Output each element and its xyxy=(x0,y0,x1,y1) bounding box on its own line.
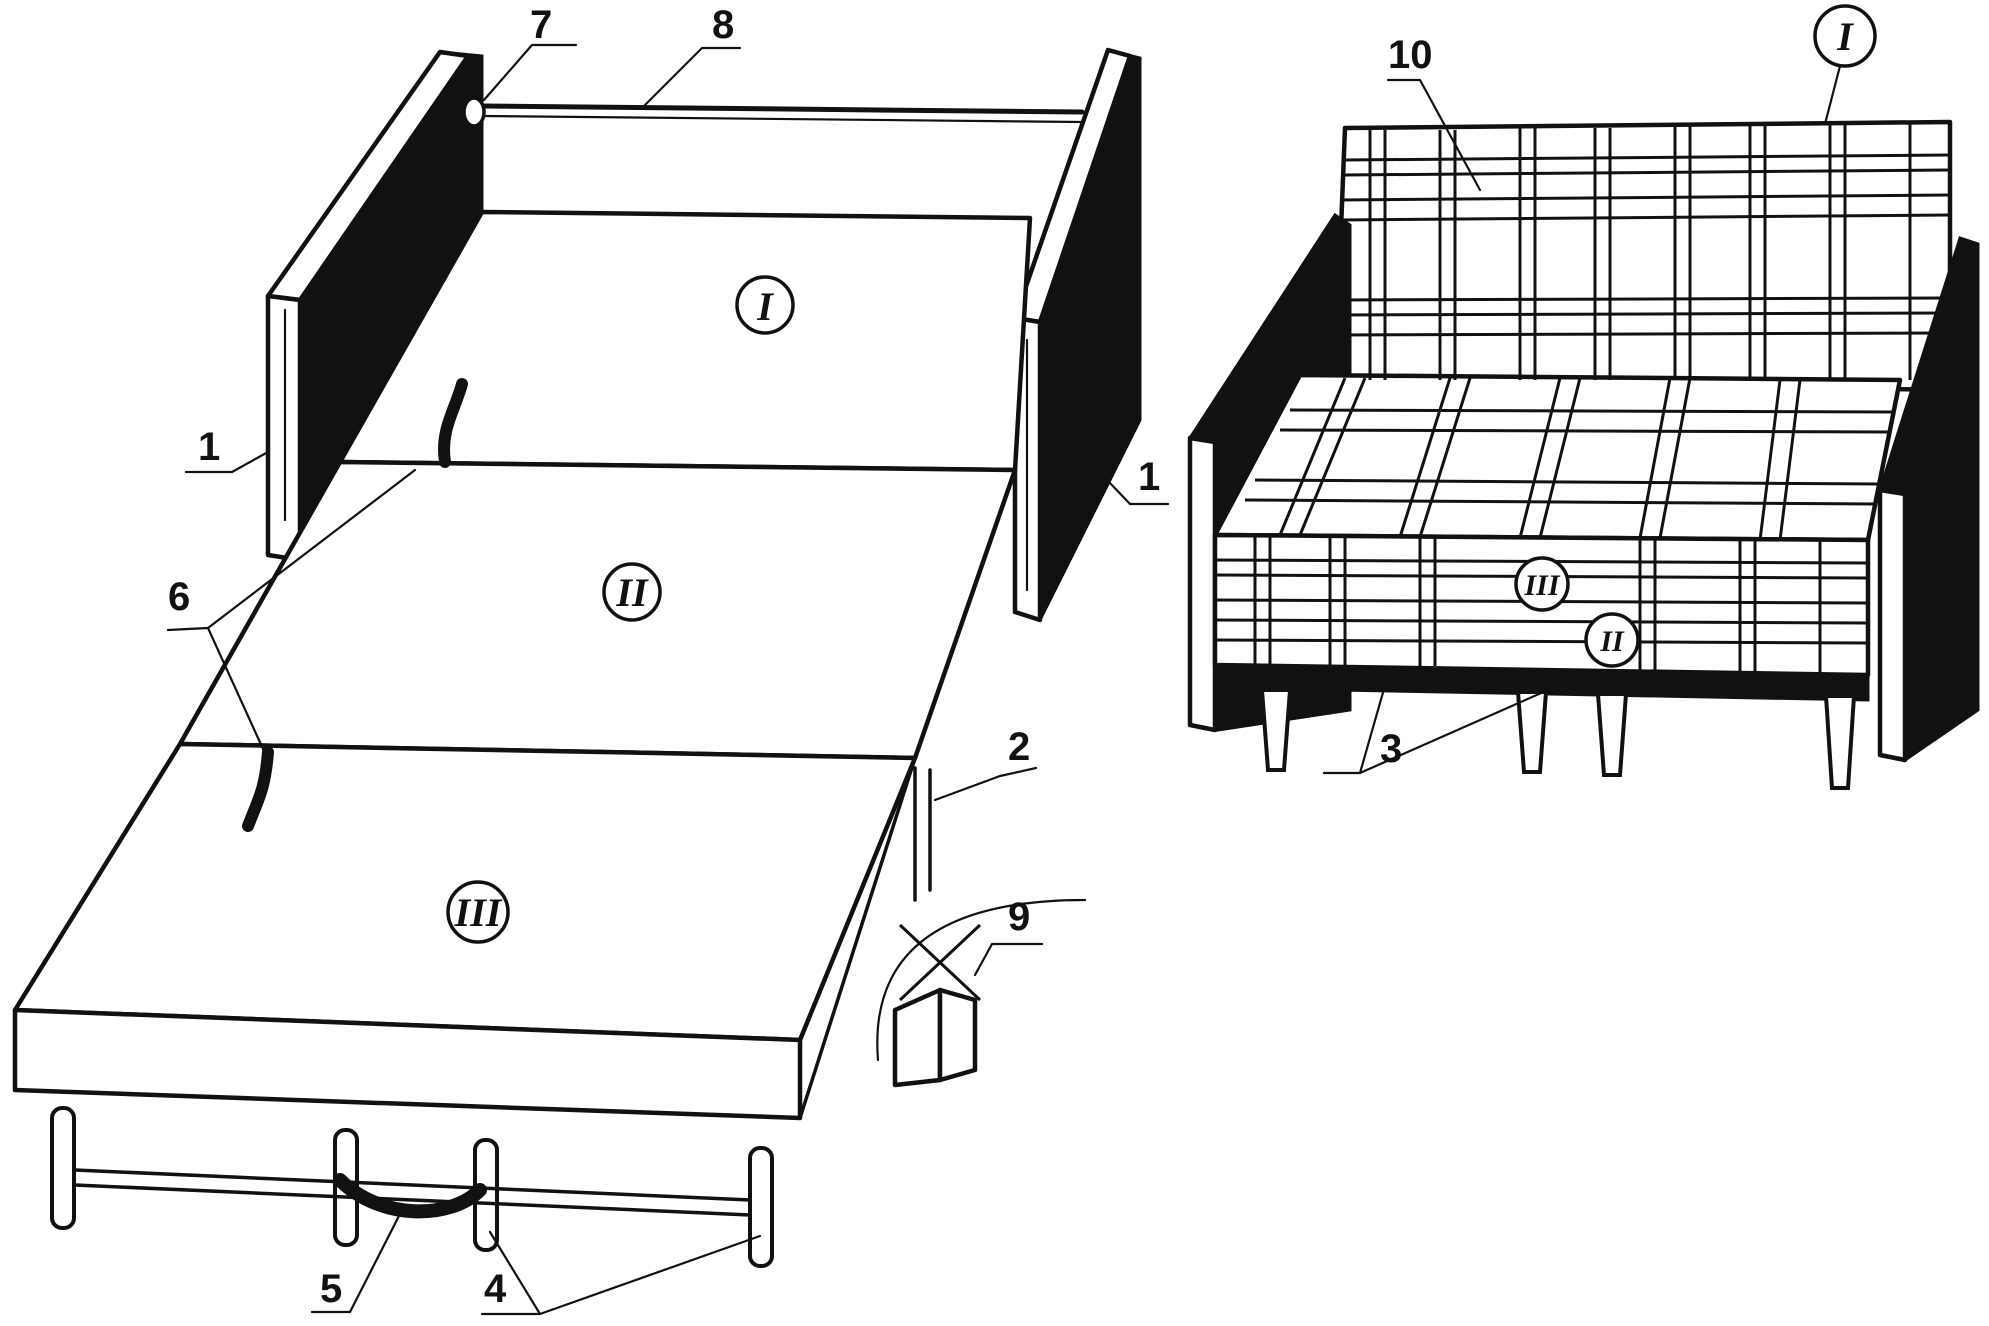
right-armrest xyxy=(1012,47,1142,623)
left-armrest xyxy=(265,49,484,563)
folded-marker-I: I xyxy=(1813,4,1877,126)
callout-8: 8 xyxy=(642,3,742,108)
svg-text:III: III xyxy=(454,890,503,935)
svg-text:7: 7 xyxy=(530,3,552,47)
svg-text:5: 5 xyxy=(320,1267,342,1311)
section-marker-III: III xyxy=(446,880,510,944)
strap-upper xyxy=(438,378,468,468)
folded-marker-III: III xyxy=(1514,556,1570,612)
callout-9: 9 xyxy=(973,895,1044,977)
armchair-legs xyxy=(1259,688,1857,790)
callout-2: 2 xyxy=(933,725,1038,802)
rear-rod xyxy=(462,96,1085,128)
unfolded-bed: I II III 7 8 1 1 6 xyxy=(12,3,1170,1316)
svg-text:10: 10 xyxy=(1388,33,1433,77)
plaid-pattern xyxy=(1214,124,1951,674)
svg-text:6: 6 xyxy=(168,575,190,619)
svg-text:1: 1 xyxy=(198,425,220,469)
svg-text:1: 1 xyxy=(1138,455,1160,499)
svg-text:9: 9 xyxy=(1008,895,1030,939)
svg-text:4: 4 xyxy=(484,1267,507,1311)
svg-text:III: III xyxy=(1523,569,1560,602)
svg-text:I: I xyxy=(756,284,774,329)
svg-text:II: II xyxy=(615,570,649,615)
callout-3: 3 xyxy=(1322,673,1550,775)
backrest xyxy=(1332,119,1953,393)
folded-armchair: I III II 10 3 xyxy=(1187,4,1980,790)
strap-lower xyxy=(242,746,274,832)
bed-legs xyxy=(50,1106,774,1268)
folded-marker-II: II xyxy=(1584,612,1640,668)
callout-10: 10 xyxy=(1386,33,1482,192)
callout-4: 4 xyxy=(480,1230,762,1316)
callout-1-left: 1 xyxy=(184,425,270,474)
hinge-detail xyxy=(876,766,1087,1088)
callout-7: 7 xyxy=(482,3,578,102)
callout-5: 5 xyxy=(310,1208,404,1314)
svg-text:I: I xyxy=(1836,14,1854,59)
svg-text:3: 3 xyxy=(1380,727,1402,771)
svg-text:8: 8 xyxy=(712,3,734,47)
svg-text:2: 2 xyxy=(1008,725,1030,769)
callout-6: 6 xyxy=(166,468,417,762)
callout-1-right: 1 xyxy=(1088,455,1170,506)
svg-text:II: II xyxy=(1599,625,1625,658)
section-marker-I: I xyxy=(735,275,795,335)
section-marker-II: II xyxy=(602,562,662,622)
